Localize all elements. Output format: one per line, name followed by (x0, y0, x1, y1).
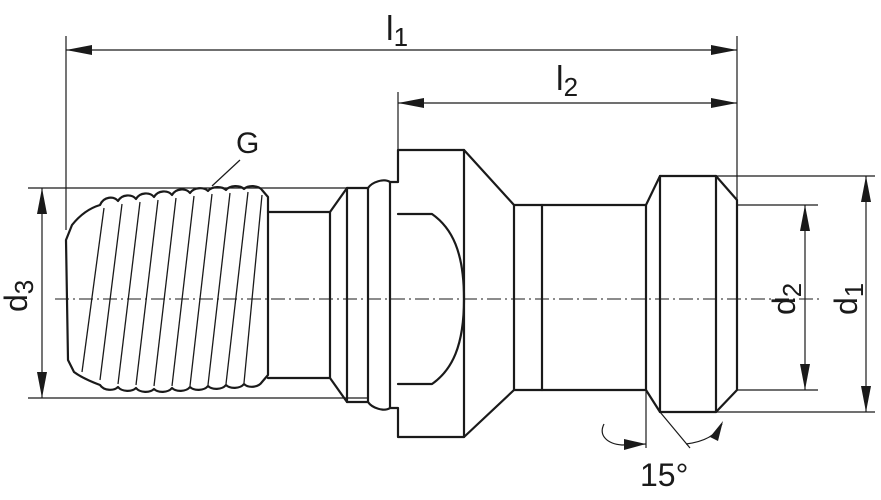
svg-text:l2: l2 (556, 60, 578, 102)
shank-body-outline (266, 148, 739, 439)
dimension-d1: d1 (828, 176, 871, 412)
d2-subscript: 2 (777, 283, 807, 297)
angle-label: 15° (640, 457, 688, 493)
bore-dome (396, 212, 466, 386)
angle-15-dimension: 15° (601, 411, 723, 493)
svg-text:d3: d3 (0, 280, 39, 312)
l1-subscript: 1 (394, 22, 408, 52)
thread-section (64, 185, 270, 393)
dimension-d3: d3 (0, 188, 47, 398)
svg-text:d2: d2 (766, 283, 807, 315)
d2-label: d (766, 297, 802, 315)
d3-label: d (0, 294, 34, 312)
dimension-l1: l1 (66, 10, 737, 55)
d1-subscript: 1 (839, 283, 869, 297)
l1-label: l (386, 10, 394, 48)
svg-text:l1: l1 (386, 10, 408, 52)
l2-subscript: 2 (564, 72, 578, 102)
d1-label: d (828, 297, 864, 315)
g-label: G (236, 127, 259, 160)
thread-callout-g: G (211, 127, 259, 187)
internal-lines (328, 148, 718, 439)
svg-text:d1: d1 (828, 283, 869, 315)
dimension-d2: d2 (766, 205, 810, 390)
extension-lines (28, 36, 875, 448)
dimension-l2: l2 (398, 60, 737, 108)
l2-label: l (556, 60, 564, 98)
d3-subscript: 3 (9, 280, 39, 294)
thread-outline (64, 185, 270, 393)
thread-flanks (81, 191, 263, 387)
